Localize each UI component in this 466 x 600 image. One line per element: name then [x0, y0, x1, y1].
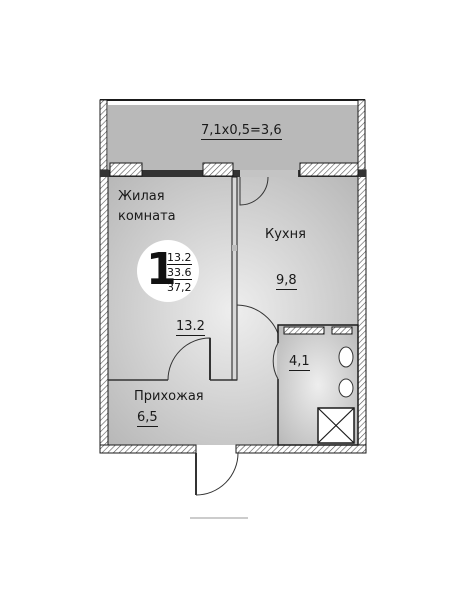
- room-count: 1: [146, 244, 177, 295]
- summary-badge: 1 13.2 33.6 37,2: [137, 240, 199, 302]
- partition-living-kitchen: [231, 176, 238, 381]
- badge-total-area: 33.6: [167, 266, 192, 280]
- window-living-2: [202, 162, 234, 177]
- exterior-wall-left: [99, 169, 109, 453]
- exterior-wall-right: [357, 169, 367, 453]
- bathroom-door-gap: [277, 343, 280, 379]
- exterior-wall-bottom-left: [99, 444, 197, 454]
- bathroom-door-arc: [272, 342, 279, 380]
- hallway-area: 6,5: [137, 410, 158, 427]
- balcony-door-arc: [239, 176, 269, 206]
- balcony-area-label: 7,1x0,5=3,6: [201, 123, 282, 140]
- partition-living-hallway-door: [232, 245, 237, 251]
- bathroom-window: [283, 326, 325, 335]
- badge-total-area-balcony: 37,2: [167, 281, 192, 294]
- window-living: [109, 162, 143, 177]
- balcony-floor: [108, 105, 358, 170]
- sink: [338, 378, 354, 398]
- living-room-area: 13.2: [176, 319, 205, 336]
- kitchen-name: Кухня: [265, 227, 306, 242]
- toilet: [338, 346, 354, 368]
- badge-living-area: 13.2: [167, 251, 192, 265]
- balcony-door-gap: [240, 170, 298, 177]
- bathroom-window-2: [331, 326, 353, 335]
- living-room-door-arc: [167, 337, 211, 381]
- bathroom-area: 4,1: [289, 354, 310, 371]
- living-room-name-line2: комната: [118, 209, 176, 224]
- exterior-wall-bottom-right: [235, 444, 367, 454]
- balcony-wall-right: [357, 99, 366, 171]
- living-room-name-line1: Жилая: [118, 189, 165, 204]
- ventilation-shaft-cross-2: [317, 407, 355, 444]
- window-kitchen: [299, 162, 359, 177]
- kitchen-area: 9,8: [276, 273, 297, 290]
- hallway-name: Прихожая: [134, 389, 204, 404]
- entrance-door-arc: [195, 452, 239, 496]
- balcony-wall-left: [99, 99, 108, 171]
